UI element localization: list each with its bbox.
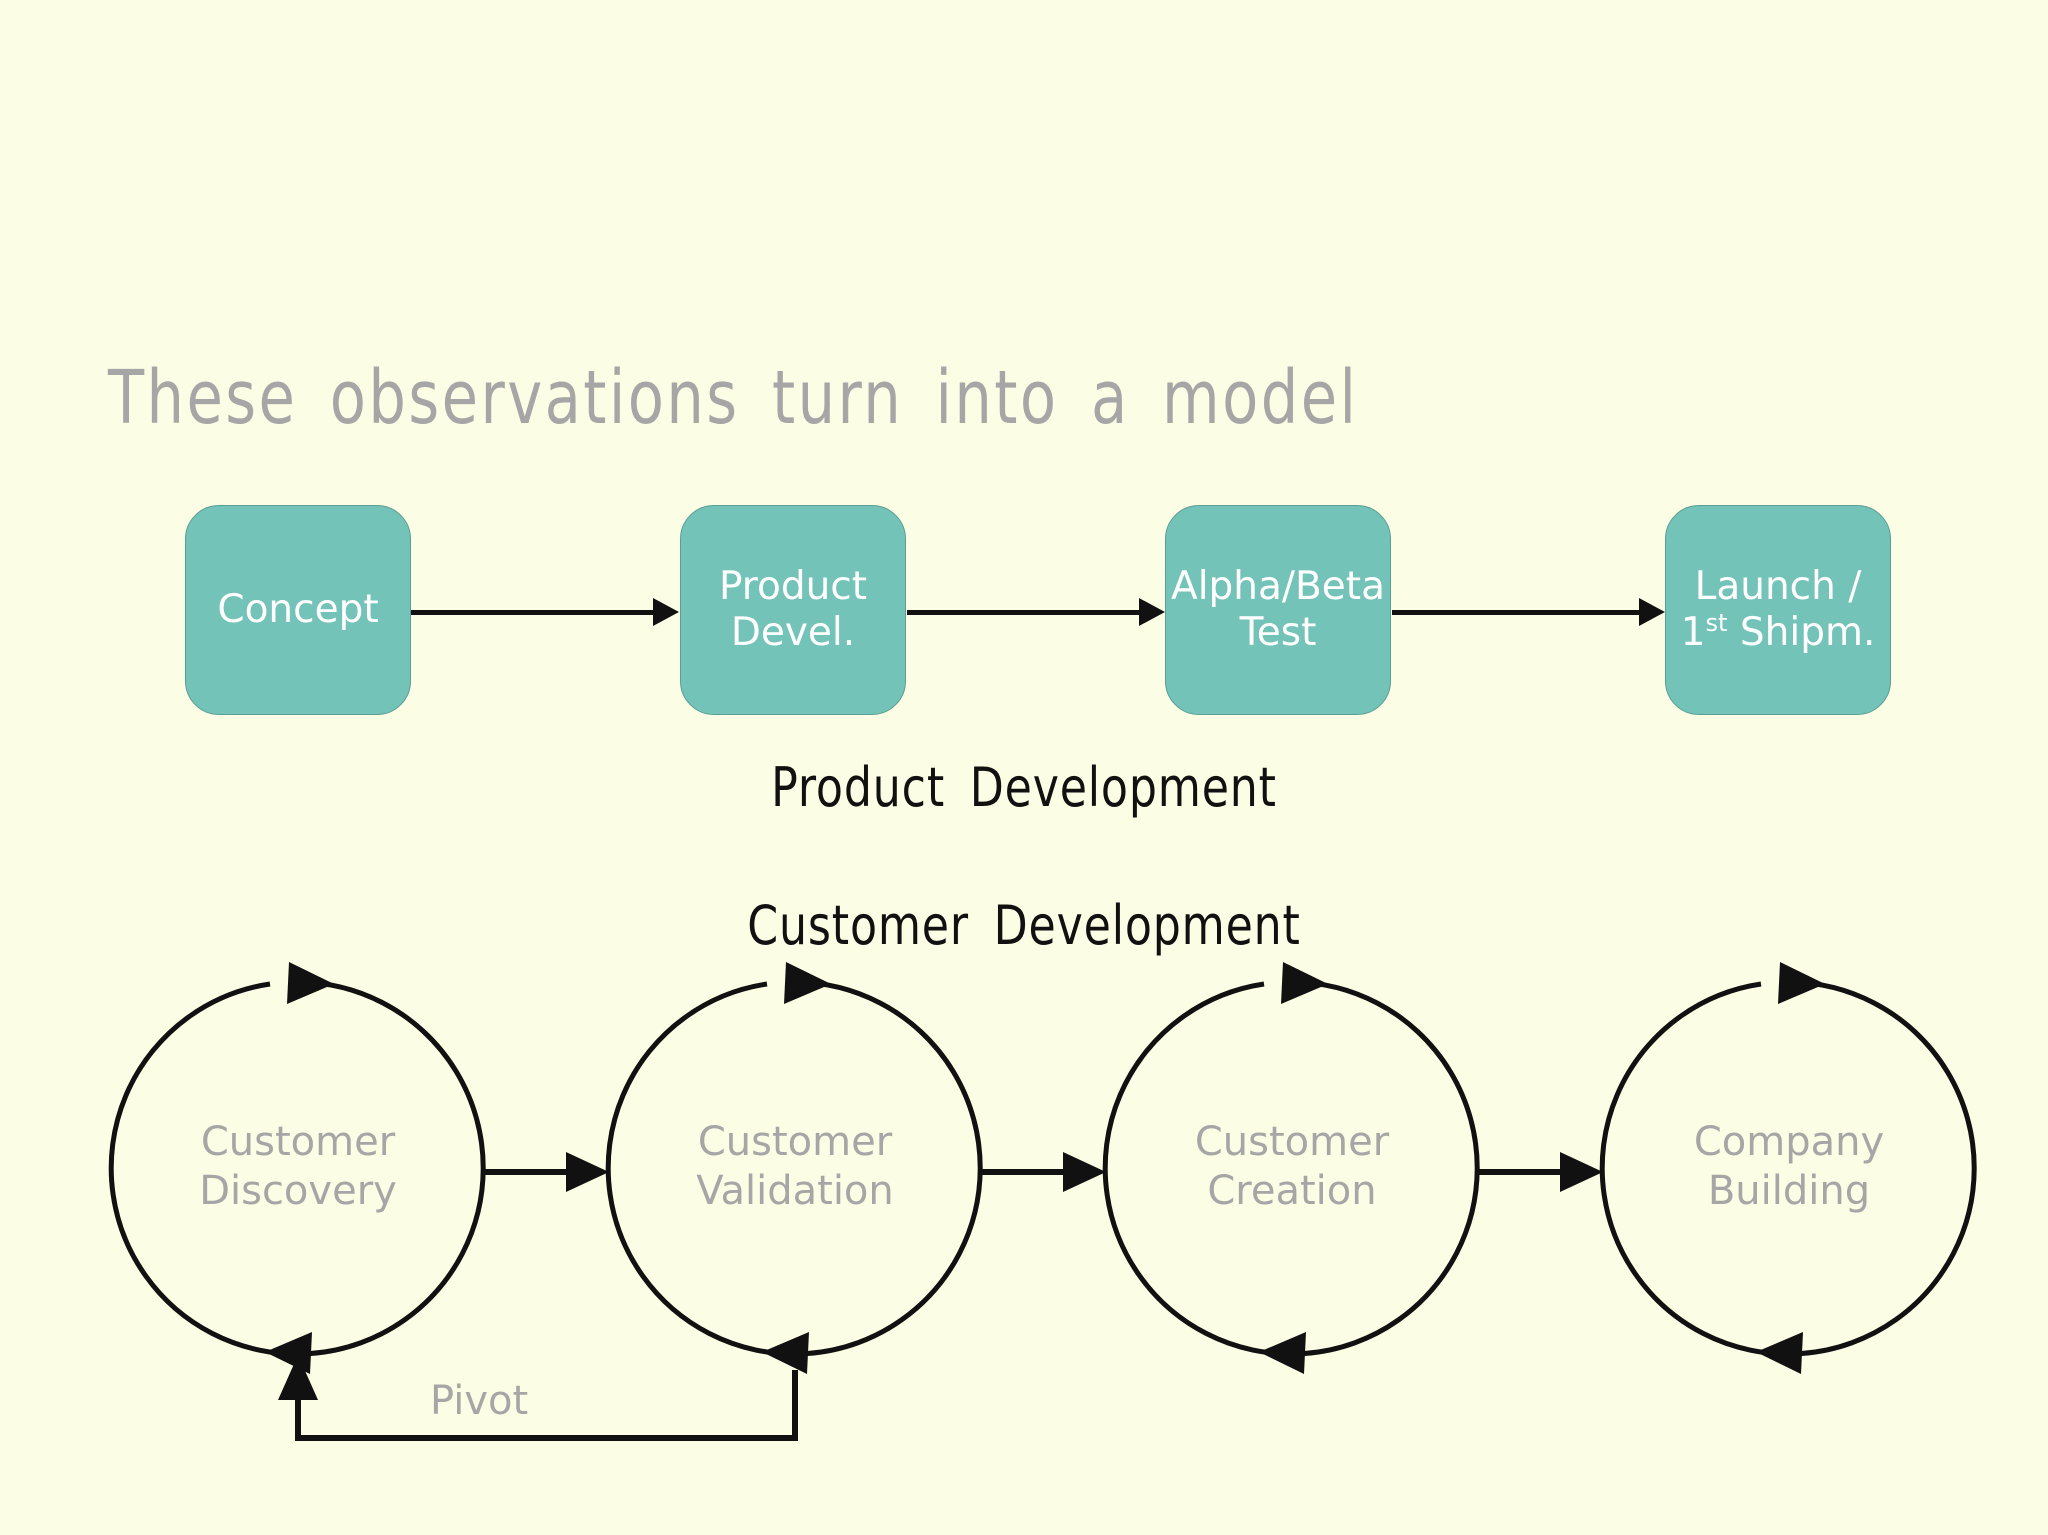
cd-circle-bottom-arrow-head-icon [1259, 1332, 1306, 1374]
pd-arrow-shaft [1392, 610, 1641, 615]
pd-stage-line1: Alpha/Beta [1171, 563, 1385, 609]
product-development-caption: Product Development [771, 756, 1277, 819]
pd-arrow-head-icon [1139, 598, 1165, 626]
pd-stage-line2-superscript: st [1705, 609, 1728, 637]
pd-stage-label: Product Devel. [719, 564, 867, 656]
pd-stage-line2-rest: Shipm. [1727, 610, 1876, 655]
cd-circle-bottom-arrow-head-icon [265, 1332, 312, 1374]
cd-label-line2: Building [1707, 1167, 1871, 1214]
cd-stage-label-customer-discovery: Customer Discovery [110, 1118, 486, 1216]
cd-label-line1: Customer [1194, 1119, 1390, 1165]
cd-circle-top-arrow-head-icon [287, 962, 334, 1004]
pd-arrow-3 [1392, 598, 1665, 626]
pd-stage-label: Alpha/Beta Test [1171, 564, 1385, 656]
pd-stage-line1: Product [718, 563, 868, 609]
page-title: These observations turn into a model [108, 355, 1359, 441]
cd-stage-label-customer-validation: Customer Validation [607, 1118, 983, 1216]
cd-circle-top-arrow-head-icon [1281, 962, 1328, 1004]
pivot-label: Pivot [430, 1378, 529, 1424]
cd-label-line2: Creation [1207, 1167, 1377, 1214]
pivot-feedback-path[interactable] [295, 1370, 798, 1441]
pd-arrow-head-icon [1639, 598, 1665, 626]
pd-arrow-shaft [907, 610, 1141, 615]
pd-stage-line1: Launch / [1694, 563, 1862, 609]
cd-label-line2: Discovery [199, 1167, 397, 1214]
pd-stage-line2: Test [1239, 610, 1317, 655]
cd-label-line1: Customer [200, 1119, 396, 1165]
pd-arrow-head-icon [653, 598, 679, 626]
pd-stage-line2-prefix: 1 [1680, 610, 1706, 655]
cd-connector-arrow-head-icon-1 [566, 1152, 609, 1192]
pd-arrow-shaft [411, 610, 655, 615]
pd-arrow-2 [907, 598, 1165, 626]
cd-connector-arrow-head-icon-3 [1560, 1152, 1603, 1192]
pd-stage-line2: Devel. [730, 610, 856, 655]
pd-stage-label: Concept [217, 587, 378, 633]
pd-stage-box-launch-first-shipment[interactable]: Launch / 1st Shipm. [1665, 505, 1891, 715]
pd-stage-box-alpha-beta-test[interactable]: Alpha/Beta Test [1165, 505, 1391, 715]
pd-stage-box-concept[interactable]: Concept [185, 505, 411, 715]
cd-stage-label-company-building: Company Building [1601, 1118, 1977, 1216]
pd-stage-box-product-devel[interactable]: Product Devel. [680, 505, 906, 715]
cd-connector-arrow-head-icon-2 [1063, 1152, 1106, 1192]
cd-label-line1: Company [1693, 1119, 1885, 1165]
pd-arrow-1 [411, 598, 679, 626]
pivot-arrow-head-icon [278, 1355, 318, 1400]
cd-circle-bottom-arrow-head-icon [762, 1332, 809, 1374]
cd-circle-bottom-arrow-head-icon [1756, 1332, 1803, 1374]
cd-label-line2: Validation [696, 1167, 894, 1214]
cd-label-line1: Customer [697, 1119, 893, 1165]
customer-development-caption: Customer Development [747, 894, 1301, 957]
cd-circle-top-arrow-head-icon [1778, 962, 1825, 1004]
pd-stage-line1: Concept [217, 586, 379, 632]
pd-stage-label: Launch / 1st Shipm. [1681, 564, 1876, 656]
cd-stage-label-customer-creation: Customer Creation [1104, 1118, 1480, 1216]
cd-circle-top-arrow-head-icon [784, 962, 831, 1004]
